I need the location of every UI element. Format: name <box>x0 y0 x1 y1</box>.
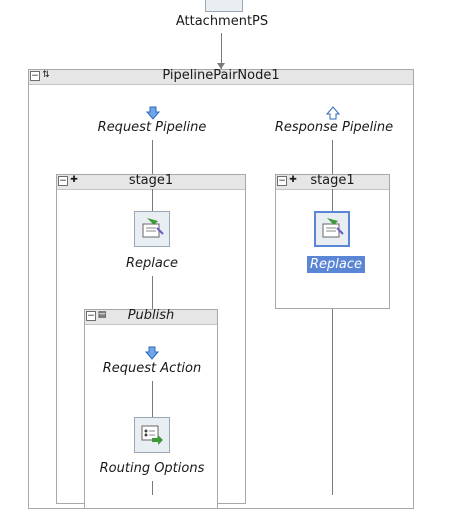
request-stage-header: − ✚ stage1 <box>57 173 245 190</box>
connector <box>152 189 153 211</box>
connector <box>332 189 333 211</box>
pipeline-pair-icon: ⇅ <box>42 70 50 80</box>
routing-options-label[interactable]: Routing Options <box>99 461 205 476</box>
stage-icon: ✚ <box>70 175 78 185</box>
response-stage-controls[interactable]: − ✚ <box>277 176 298 187</box>
collapse-icon[interactable]: − <box>30 71 40 81</box>
request-stage-title: stage1 <box>128 173 174 188</box>
publish-node[interactable]: − ▤ Publish <box>84 308 218 509</box>
connector <box>152 481 153 495</box>
pipeline-pair-controls[interactable]: − ⇅ <box>30 71 51 82</box>
arrow-down-icon <box>217 63 225 69</box>
request-pipeline-icon[interactable] <box>145 105 161 124</box>
connector <box>152 381 153 417</box>
request-pipeline-label[interactable]: Request Pipeline <box>97 120 207 135</box>
routing-options-icon[interactable] <box>134 417 170 453</box>
connector <box>332 309 333 495</box>
connector <box>221 33 222 70</box>
response-stage-title: stage1 <box>310 173 355 188</box>
request-action-icon[interactable] <box>144 345 160 364</box>
connector <box>332 140 333 176</box>
replace-action-icon[interactable] <box>134 211 170 247</box>
publish-header: − ▤ Publish <box>85 308 217 325</box>
response-replace-label[interactable]: Replace <box>307 256 366 273</box>
response-stage-header: − ✚ stage1 <box>276 173 389 190</box>
publish-icon: ▤ <box>97 310 107 320</box>
request-action-label[interactable]: Request Action <box>102 361 202 376</box>
response-pipeline-icon[interactable] <box>325 105 341 124</box>
attachment-ps-icon[interactable] <box>205 0 243 12</box>
replace-action-label[interactable]: Replace <box>125 256 178 271</box>
collapse-icon[interactable]: − <box>277 176 287 186</box>
publish-controls[interactable]: − ▤ <box>86 311 107 322</box>
request-stage-controls[interactable]: − ✚ <box>58 176 79 187</box>
response-replace-icon[interactable] <box>314 211 350 247</box>
connector <box>152 140 153 176</box>
pipeline-pair-title: PipelinePairNode1 <box>162 68 280 83</box>
stage-icon: ✚ <box>289 175 297 185</box>
pipeline-pair-header: − ⇅ PipelinePairNode1 <box>29 68 413 85</box>
collapse-icon[interactable]: − <box>86 311 96 321</box>
collapse-icon[interactable]: − <box>58 176 68 186</box>
attachment-ps-label: AttachmentPS <box>175 14 269 29</box>
response-pipeline-label[interactable]: Response Pipeline <box>274 120 394 135</box>
connector <box>152 276 153 310</box>
publish-title: Publish <box>127 308 175 323</box>
